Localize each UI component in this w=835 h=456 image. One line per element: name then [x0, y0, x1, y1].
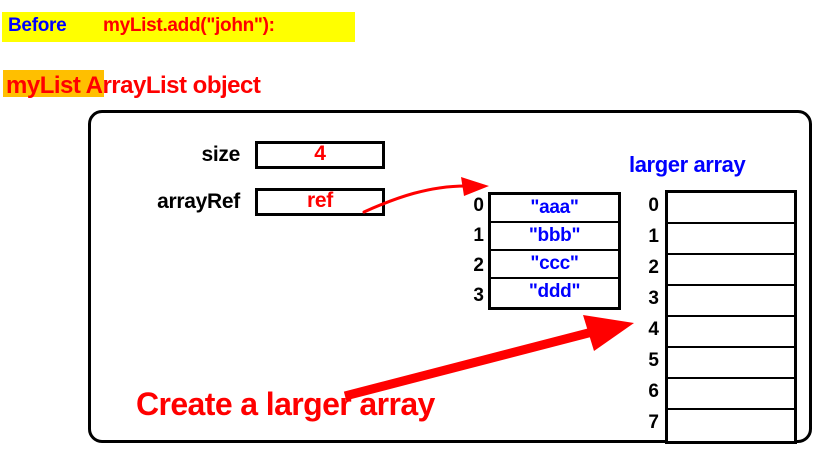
before-banner: [2, 12, 355, 42]
larger-array-cell: [668, 410, 794, 441]
size-field-box: [255, 141, 385, 169]
larger-array-cell: [668, 255, 794, 286]
larger-array-index-0: 0: [648, 195, 659, 216]
current-array-index-3: 3: [473, 285, 484, 306]
size-field-value: 4: [314, 142, 326, 165]
current-array-cell: "ccc": [491, 251, 618, 279]
larger-array-index-5: 5: [648, 350, 659, 371]
arraylist-object-box: [88, 110, 812, 443]
larger-array-cell: [668, 193, 794, 224]
larger-array-index-2: 2: [648, 257, 659, 278]
banner-method-call: myList.add("john"):: [103, 15, 275, 36]
current-array-index-1: 1: [473, 225, 484, 246]
banner-before-label: Before: [8, 15, 67, 36]
current-array-index-2: 2: [473, 255, 484, 276]
larger-array-index-6: 6: [648, 381, 659, 402]
larger-array-cell: [668, 286, 794, 317]
size-field-label: size: [201, 143, 241, 166]
current-array: "aaa" "bbb" "ccc" "ddd": [488, 192, 621, 310]
create-larger-array-caption: Create a larger array: [136, 386, 435, 422]
larger-array-cell: [668, 317, 794, 348]
larger-array-index-7: 7: [648, 412, 659, 433]
object-title: myList ArrayList object: [6, 72, 261, 99]
larger-array-index-1: 1: [648, 226, 659, 247]
current-array-index-0: 0: [473, 195, 484, 216]
arrayref-field-label: arrayRef: [157, 190, 240, 213]
mylist-highlight: [3, 70, 104, 97]
larger-array-cell: [668, 224, 794, 255]
larger-array-index-3: 3: [648, 288, 659, 309]
larger-array-cell: [668, 348, 794, 379]
larger-array: [665, 190, 797, 444]
larger-array-index-4: 4: [648, 319, 659, 340]
current-array-cell: "bbb": [491, 223, 618, 251]
current-array-cell: "ddd": [528, 281, 581, 302]
larger-array-cell: [668, 379, 794, 410]
larger-array-title: larger array: [629, 152, 746, 177]
current-array-cell: "aaa": [491, 195, 618, 223]
arrayref-field-value: ref: [307, 189, 333, 212]
